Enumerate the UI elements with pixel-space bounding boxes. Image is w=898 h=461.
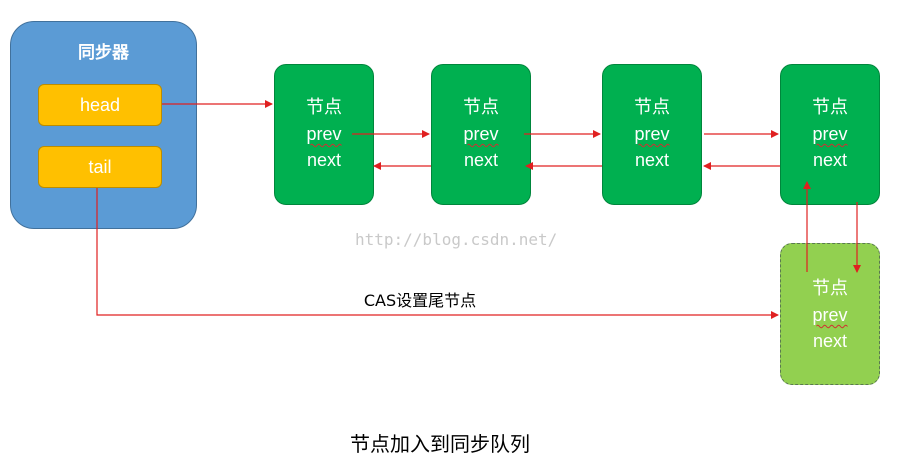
queue-node-3-text: 节点 prev next xyxy=(602,95,702,173)
watermark: http://blog.csdn.net/ xyxy=(355,230,558,249)
node-title: 节点 xyxy=(463,97,499,118)
tail-field: tail xyxy=(38,146,162,188)
head-field: head xyxy=(38,84,162,126)
diagram-caption: 节点加入到同步队列 xyxy=(350,432,530,456)
node-prev: prev xyxy=(812,124,848,144)
node-title: 节点 xyxy=(306,97,342,118)
node-prev: prev xyxy=(306,124,342,144)
node-title: 节点 xyxy=(812,278,848,299)
node-next: next xyxy=(306,150,342,170)
queue-node-4 xyxy=(780,64,880,205)
node-prev: prev xyxy=(812,305,848,325)
new-tail-node-text: 节点 prev next xyxy=(780,276,880,354)
node-prev: prev xyxy=(634,124,670,144)
cas-edge-label: CAS设置尾节点 xyxy=(363,291,477,310)
queue-node-2-text: 节点 prev next xyxy=(431,95,531,173)
node-title: 节点 xyxy=(812,97,848,118)
synchronizer-title: 同步器 xyxy=(78,43,129,63)
node-prev: prev xyxy=(463,124,499,144)
queue-node-4-text: 节点 prev next xyxy=(780,95,880,173)
node-title: 节点 xyxy=(634,97,670,118)
queue-node-2 xyxy=(431,64,531,205)
node-next: next xyxy=(634,150,670,170)
queue-node-3 xyxy=(602,64,702,205)
cas-tail-arrow xyxy=(96,188,779,319)
node-next: next xyxy=(812,150,848,170)
node-next: next xyxy=(812,331,848,351)
queue-node-1-text: 节点 prev next xyxy=(274,95,374,173)
new-tail-node xyxy=(780,243,880,385)
node-next: next xyxy=(463,150,499,170)
